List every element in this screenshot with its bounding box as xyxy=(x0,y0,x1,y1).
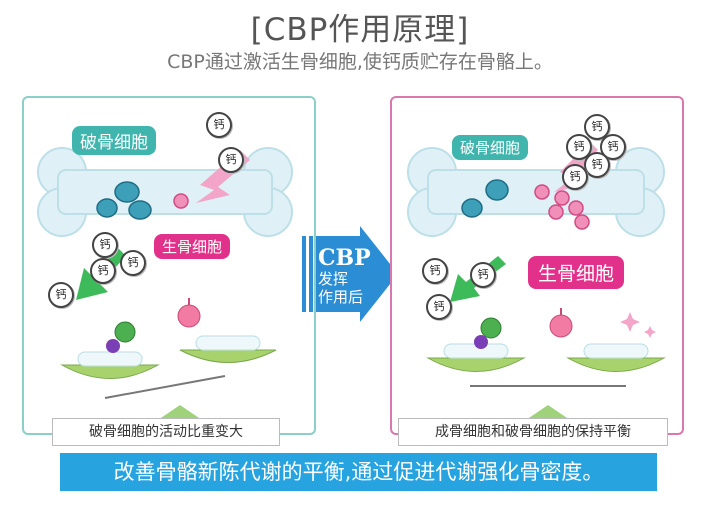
osteoblast-label-right: 生骨细胞 xyxy=(528,256,625,289)
characters-left xyxy=(106,298,201,353)
caption-left: 破骨细胞的活动比重变大 xyxy=(52,418,280,446)
osteoclast-cells-left xyxy=(96,181,152,220)
osteoclast-label-right: 破骨细胞 xyxy=(452,135,529,160)
seesaw-left xyxy=(60,335,277,420)
osteoclast-cells-right xyxy=(461,179,509,218)
calcium-icon: 钙 xyxy=(48,282,74,308)
calcium-icon: 钙 xyxy=(422,258,448,284)
cbp-arrow-text: CBP 发挥 作用后 xyxy=(318,246,371,306)
cbp-arrow-title: CBP xyxy=(318,245,371,271)
calcium-icon: 钙 xyxy=(218,147,244,173)
calcium-icon: 钙 xyxy=(92,232,118,258)
caption-right: 成骨细胞和破骨细胞的保持平衡 xyxy=(398,418,668,446)
calcium-icon: 钙 xyxy=(584,152,610,178)
calcium-icon: 钙 xyxy=(90,258,116,284)
cbp-arrow-line2: 发挥 xyxy=(318,270,349,288)
calcium-icon: 钙 xyxy=(584,114,610,140)
osteoblast-cell-left xyxy=(173,193,189,209)
sparkle-icons xyxy=(620,312,656,338)
characters-right xyxy=(474,308,573,349)
osteoblast-cells-right xyxy=(534,184,590,230)
calcium-icon: 钙 xyxy=(470,262,496,288)
osteoblast-label-left: 生骨细胞 xyxy=(154,234,231,259)
calcium-icon: 钙 xyxy=(562,164,588,190)
calcium-icon: 钙 xyxy=(426,294,452,320)
summary-banner: 改善骨骼新陈代谢的平衡,通过促进代谢强化骨密度。 xyxy=(60,453,657,491)
calcium-icon: 钙 xyxy=(206,112,232,138)
cbp-arrow xyxy=(302,226,398,322)
page-title: [CBP作用原理] xyxy=(250,12,470,48)
seesaw-right xyxy=(426,343,666,420)
calcium-icon: 钙 xyxy=(120,250,146,276)
page-subtitle: CBP通过激活生骨细胞,使钙质贮存在骨骼上。 xyxy=(167,51,553,73)
osteoclast-label-left: 破骨细胞 xyxy=(72,126,156,155)
cbp-arrow-line3: 作用后 xyxy=(318,288,364,306)
